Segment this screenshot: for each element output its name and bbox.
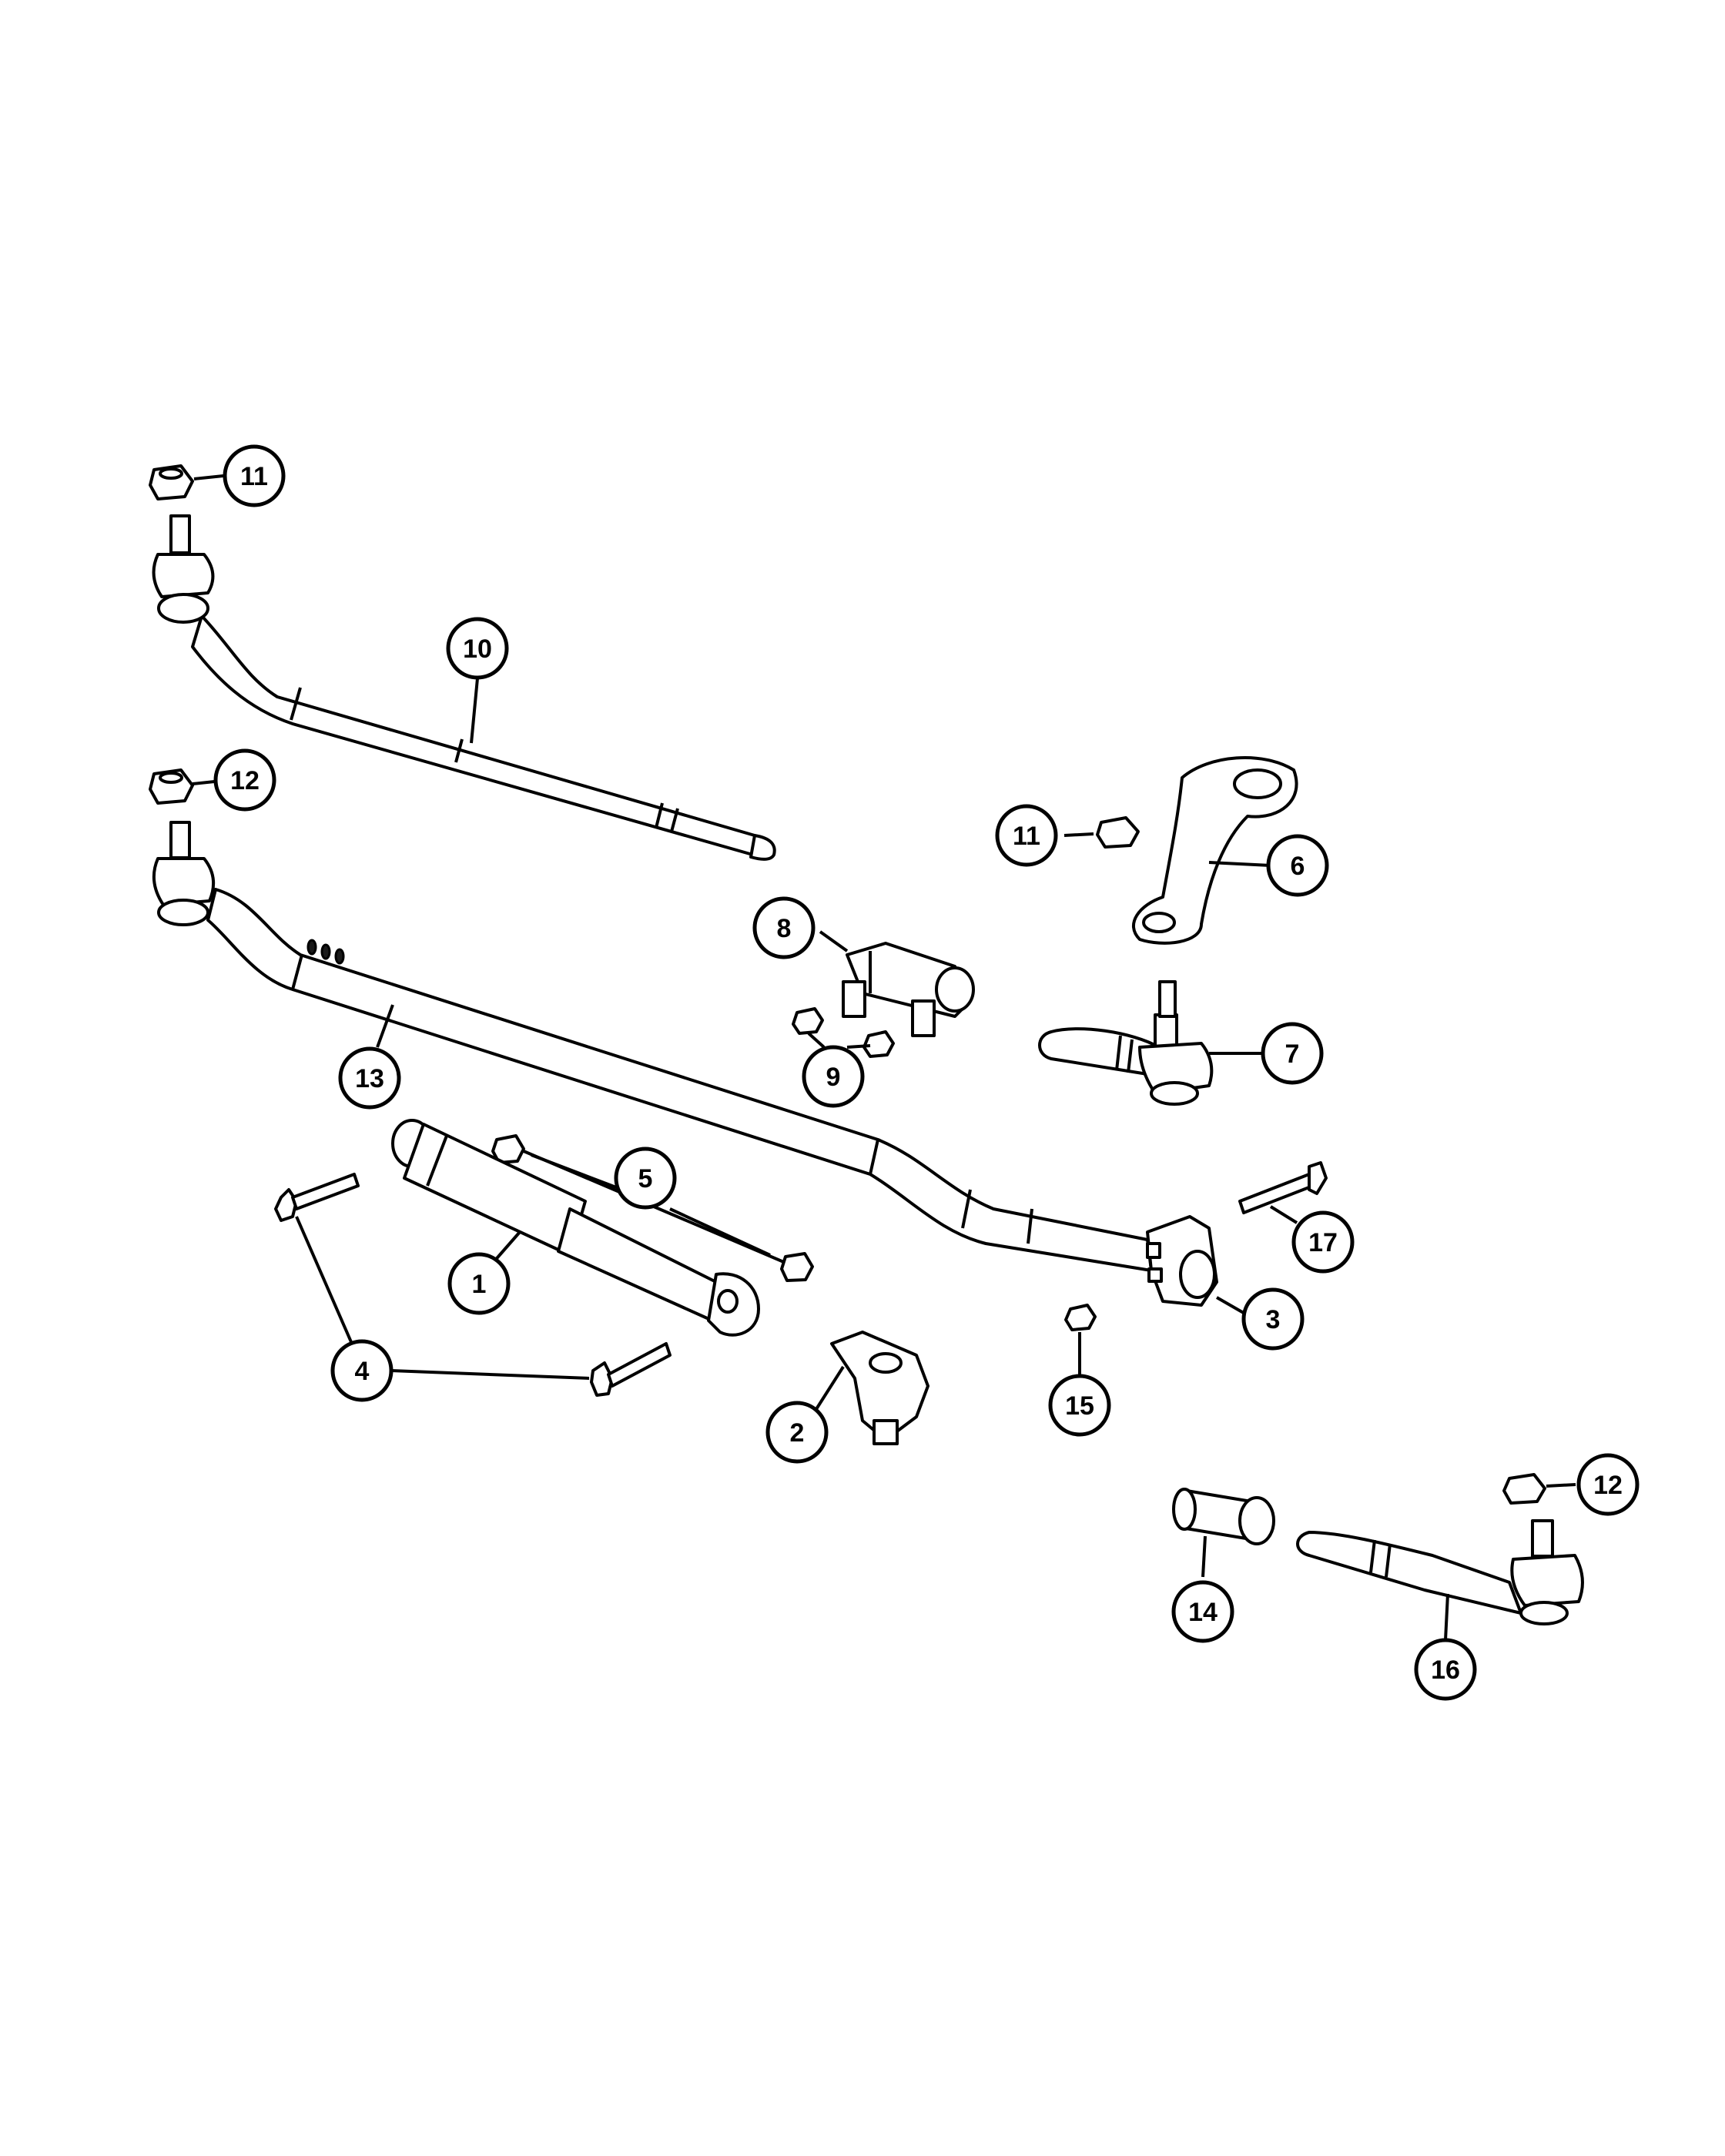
callout-16: 16	[1414, 1638, 1477, 1701]
callout-13: 13	[338, 1046, 401, 1110]
steering-damper	[391, 1119, 760, 1337]
svg-text:1: 1	[472, 1270, 487, 1299]
drag-link-clamp	[1146, 1215, 1218, 1307]
callout-9: 9	[802, 1045, 865, 1108]
tie-rod-upper	[152, 514, 776, 861]
ball-joint-upper-left	[152, 514, 215, 624]
callout-4: 4	[330, 1339, 394, 1402]
nut-9-right	[862, 1030, 895, 1058]
callout-12-left: 12	[213, 748, 276, 812]
adjusting-tube	[1172, 1488, 1275, 1545]
tie-rod-end-lower	[1296, 1519, 1584, 1625]
svg-text:14: 14	[1188, 1598, 1218, 1627]
callout-2: 2	[765, 1401, 829, 1464]
svg-text:2: 2	[790, 1418, 805, 1448]
svg-text:5: 5	[638, 1164, 653, 1194]
callout-8: 8	[752, 896, 816, 959]
svg-text:13: 13	[355, 1064, 384, 1093]
clamp-bracket	[830, 1331, 929, 1445]
svg-text:17: 17	[1308, 1228, 1338, 1257]
bolt-17	[1238, 1161, 1328, 1214]
svg-text:12: 12	[230, 766, 260, 795]
svg-text:16: 16	[1431, 1656, 1460, 1685]
svg-text:4: 4	[355, 1357, 370, 1386]
nut-9-left	[792, 1007, 824, 1035]
nut-12-left	[149, 768, 194, 805]
leader-lines	[192, 474, 1576, 1641]
callout-7: 7	[1261, 1022, 1324, 1085]
svg-text:12: 12	[1593, 1471, 1623, 1500]
callout-3: 3	[1241, 1287, 1305, 1351]
callout-11-upper: 11	[223, 444, 286, 507]
callout-15: 15	[1048, 1374, 1111, 1437]
nut-11-upper	[149, 464, 194, 500]
callout-11-right: 11	[995, 804, 1058, 867]
ball-joint-drag-link-left	[152, 821, 216, 926]
callout-6: 6	[1266, 834, 1329, 897]
svg-text:8: 8	[777, 914, 792, 943]
svg-text:11: 11	[240, 462, 268, 491]
callout-14: 14	[1171, 1580, 1234, 1643]
nut-12-right	[1502, 1473, 1546, 1505]
callout-10: 10	[446, 617, 509, 680]
bolt-4-upper	[274, 1173, 360, 1222]
callout-5: 5	[614, 1147, 677, 1210]
svg-text:9: 9	[826, 1063, 841, 1092]
callout-12-right: 12	[1576, 1453, 1640, 1516]
svg-text:6: 6	[1291, 852, 1305, 881]
callout-1: 1	[447, 1252, 511, 1315]
adjusting-sleeve	[842, 942, 975, 1037]
bolt-4-lower	[590, 1342, 672, 1397]
nut-15	[1064, 1304, 1097, 1331]
svg-text:11: 11	[1013, 822, 1040, 851]
svg-text:7: 7	[1285, 1040, 1300, 1069]
drag-link	[152, 821, 1153, 1272]
nut-11-right	[1096, 816, 1140, 849]
pitman-arm	[1131, 756, 1298, 945]
svg-text:10: 10	[463, 634, 492, 664]
tie-rod-end-right	[1038, 980, 1214, 1106]
callout-17: 17	[1291, 1210, 1355, 1274]
svg-text:15: 15	[1065, 1391, 1094, 1421]
svg-text:3: 3	[1266, 1305, 1281, 1334]
